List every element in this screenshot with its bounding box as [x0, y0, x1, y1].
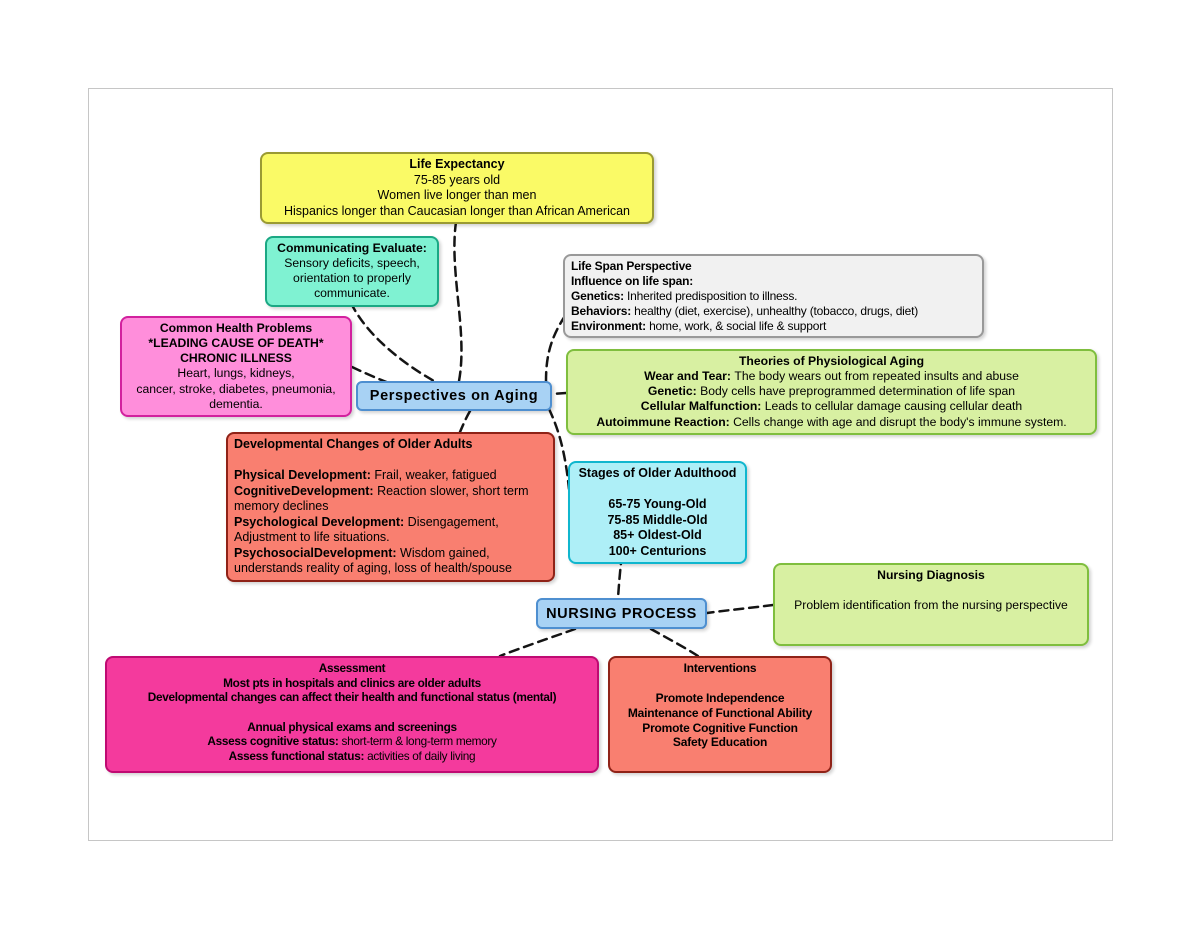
connector-nursing-diagnosis [705, 603, 775, 615]
node-nursing-process: NURSING PROCESS [536, 598, 707, 629]
perspectives-on-aging-label: Perspectives on Aging [369, 388, 539, 404]
node-common-health-problems: Common Health Problems*LEADING CAUSE OF … [120, 316, 352, 417]
node-nursing-diagnosis: Nursing Diagnosis Problem identification… [773, 563, 1089, 646]
connector-life-span-perspective [544, 314, 567, 383]
connector-developmental-changes [458, 409, 472, 434]
node-stages-older-adulthood: Stages of Older Adulthood 65-75 Young-Ol… [568, 461, 747, 564]
connector-life-expectancy [453, 220, 463, 383]
connector-theories [550, 391, 568, 396]
connector-interventions [649, 627, 700, 658]
nursing-process-label: NURSING PROCESS [546, 605, 697, 622]
node-communicating-evaluate: Communicating Evaluate:Sensory deficits,… [265, 236, 439, 307]
node-developmental-changes: Developmental Changes of Older Adults Ph… [226, 432, 555, 582]
connector-assessment [498, 627, 577, 658]
node-perspectives-on-aging: Perspectives on Aging [356, 381, 552, 411]
connector-communicating-evaluate [349, 301, 436, 383]
